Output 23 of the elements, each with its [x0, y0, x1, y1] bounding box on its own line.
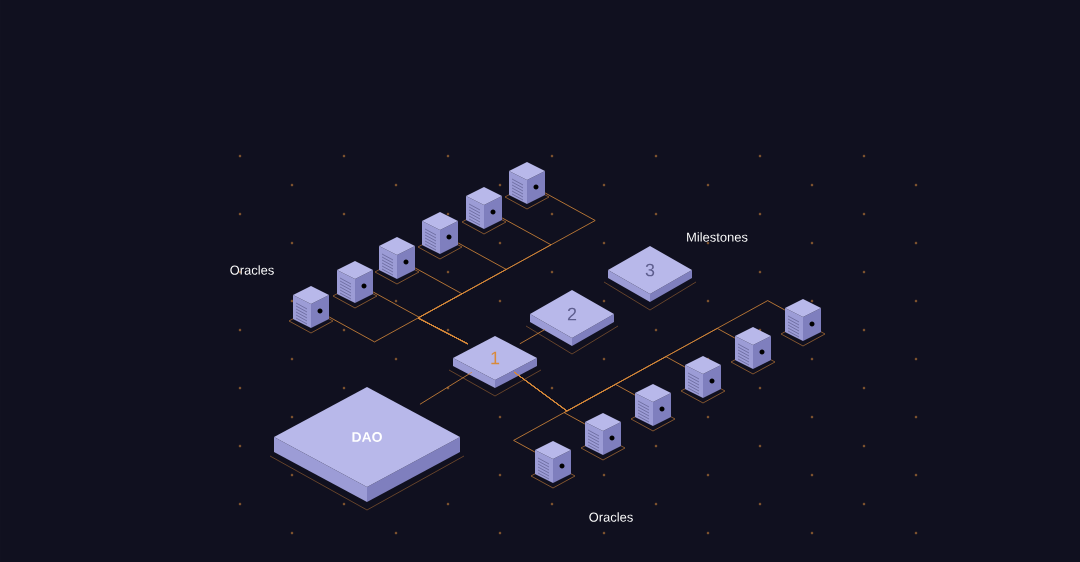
tile: 2 — [525, 290, 619, 355]
connector-line — [513, 300, 786, 412]
server-cube — [630, 384, 676, 432]
server-cube — [530, 441, 576, 489]
server-cube — [461, 187, 507, 235]
connector-line — [417, 192, 596, 345]
server-cube — [580, 413, 626, 461]
connector-line — [419, 371, 473, 405]
tile: 1 — [448, 336, 542, 397]
server-cube — [730, 327, 776, 375]
server-cube — [288, 286, 334, 334]
tile: 3 — [603, 246, 697, 311]
server-cube — [332, 261, 378, 309]
group-label: Milestones — [687, 232, 748, 242]
group-label: Oracles — [230, 265, 274, 275]
group-label: Oracles — [589, 512, 633, 522]
server-cube — [504, 162, 550, 210]
server-cube — [417, 212, 463, 260]
server-cube — [780, 299, 826, 347]
connector-line — [519, 329, 546, 345]
server-cube — [374, 237, 420, 285]
server-cube — [680, 356, 726, 404]
tile: DAO — [269, 387, 465, 511]
